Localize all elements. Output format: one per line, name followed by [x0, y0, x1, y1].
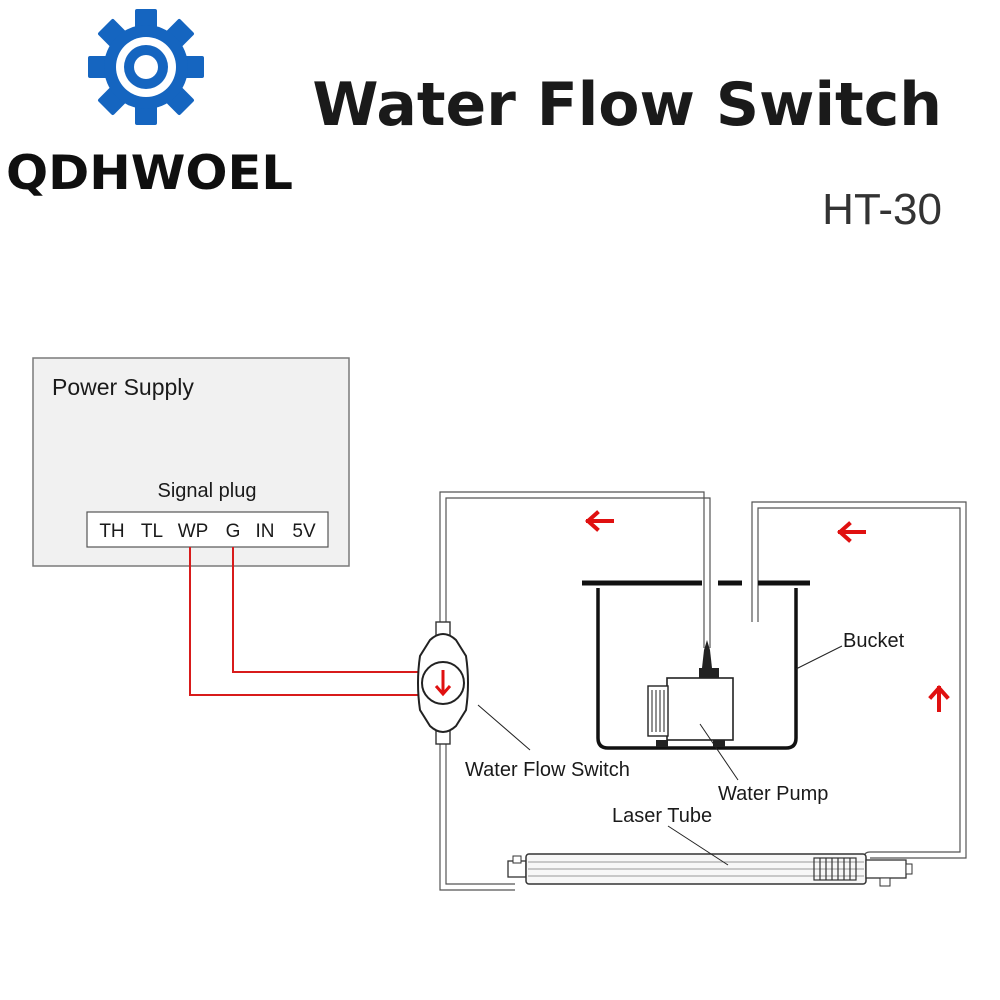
brand-logo: QDHWOEL	[6, 9, 293, 201]
bucket	[582, 580, 810, 750]
pin-wp: WP	[178, 521, 209, 542]
arrow-left-icon	[584, 510, 614, 532]
water-pump	[647, 640, 734, 747]
flow-direction-arrow-icon	[434, 670, 452, 697]
arrow-left-icon	[836, 521, 866, 543]
pin-tl: TL	[141, 521, 163, 542]
water-pump-label: Water Pump	[718, 783, 828, 805]
power-supply-title: Power Supply	[52, 374, 194, 400]
brand-name: QDHWOEL	[6, 146, 293, 201]
gear-icon	[88, 9, 204, 125]
pipe-switch-to-tube	[439, 735, 515, 891]
wire-wp	[189, 547, 420, 696]
tube-coil	[813, 857, 857, 881]
signal-wires	[189, 547, 420, 696]
water-pipes	[439, 491, 967, 891]
water-flow-switch	[417, 621, 469, 745]
signal-plug-label: Signal plug	[158, 480, 257, 502]
pin-5v: 5V	[292, 521, 316, 542]
water-flow-switch-label: Water Flow Switch	[465, 759, 630, 781]
laser-tube-label: Laser Tube	[612, 805, 712, 827]
arrow-up-icon	[928, 684, 950, 712]
signal-plug	[86, 511, 329, 548]
page-title: Water Flow Switch	[312, 70, 942, 140]
pin-th: TH	[99, 521, 124, 542]
pipe-pump-to-switch	[439, 491, 705, 648]
model-number: HT-30	[822, 185, 942, 234]
power-supply-box: Power Supply Signal plug TH TL WP G IN 5…	[32, 357, 350, 567]
wire-g	[232, 547, 420, 673]
pipe-tube-to-bucket	[751, 501, 967, 859]
pin-in: IN	[256, 521, 275, 542]
laser-tube	[507, 853, 913, 887]
bucket-label: Bucket	[843, 630, 905, 652]
leader-lines	[477, 645, 843, 866]
flow-arrows	[584, 510, 950, 712]
pin-g: G	[226, 521, 241, 542]
